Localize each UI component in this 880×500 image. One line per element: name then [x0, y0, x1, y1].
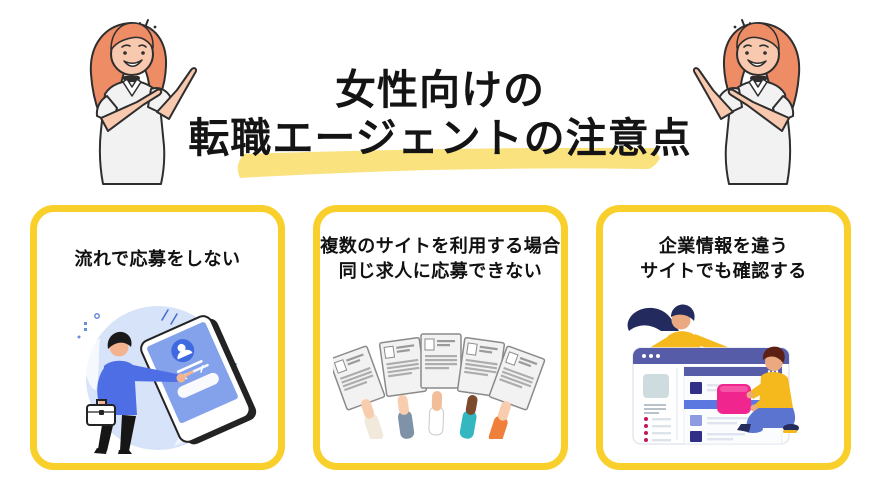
card-duplicate-application: 複数のサイトを利用する場合 同じ求人に応募できない	[313, 205, 568, 470]
hands-holding-resumes-illustration	[332, 333, 545, 439]
title-line-1: 女性向けの	[335, 67, 545, 114]
card-verify-company-info: 企業情報を違う サイトでも確認する	[596, 205, 851, 470]
resume-document-icon	[419, 333, 462, 389]
card-title-line: 複数のサイトを利用する場合	[320, 236, 561, 257]
resume-document-icon	[488, 345, 545, 411]
man-applying-on-tablet-illustration	[77, 306, 256, 454]
page-title: 女性向けの 転職エージェントの注意点	[0, 67, 880, 163]
woman-pointing-icon	[44, 10, 206, 188]
people-checking-website-illustration	[627, 304, 799, 445]
card-title-line: 同じ求人に応募できない	[338, 261, 543, 281]
card-title: 流れで応募をしない	[37, 233, 278, 285]
hand-icon	[459, 395, 478, 439]
tablet-icon	[139, 315, 256, 445]
resume-document-icon	[332, 345, 385, 411]
card-title-line: サイトでも確認する	[640, 261, 807, 281]
woman-pointing-icon	[684, 10, 846, 188]
hand-icon	[427, 391, 444, 436]
card-title: 企業情報を違う サイトでも確認する	[603, 233, 844, 285]
hand-icon	[488, 401, 511, 439]
resume-document-icon	[378, 336, 427, 398]
pink-cube-icon	[716, 384, 751, 414]
card-title-line: 企業情報を違う	[658, 236, 789, 257]
woman-pointing-illustration	[89, 19, 198, 185]
yellow-highlight-underline	[237, 147, 660, 178]
woman-pointing-illustration	[692, 19, 801, 185]
title-line-2: 転職エージェントの注意点	[188, 115, 692, 162]
card-title-line: 流れで応募をしない	[74, 248, 241, 269]
cards-row: 流れで応募をしない	[30, 205, 851, 470]
hand-icon	[360, 399, 383, 439]
card-title: 複数のサイトを利用する場合 同じ求人に応募できない	[320, 233, 561, 285]
card-dont-apply-on-impulse: 流れで応募をしない	[30, 205, 285, 470]
hand-icon	[397, 395, 414, 439]
